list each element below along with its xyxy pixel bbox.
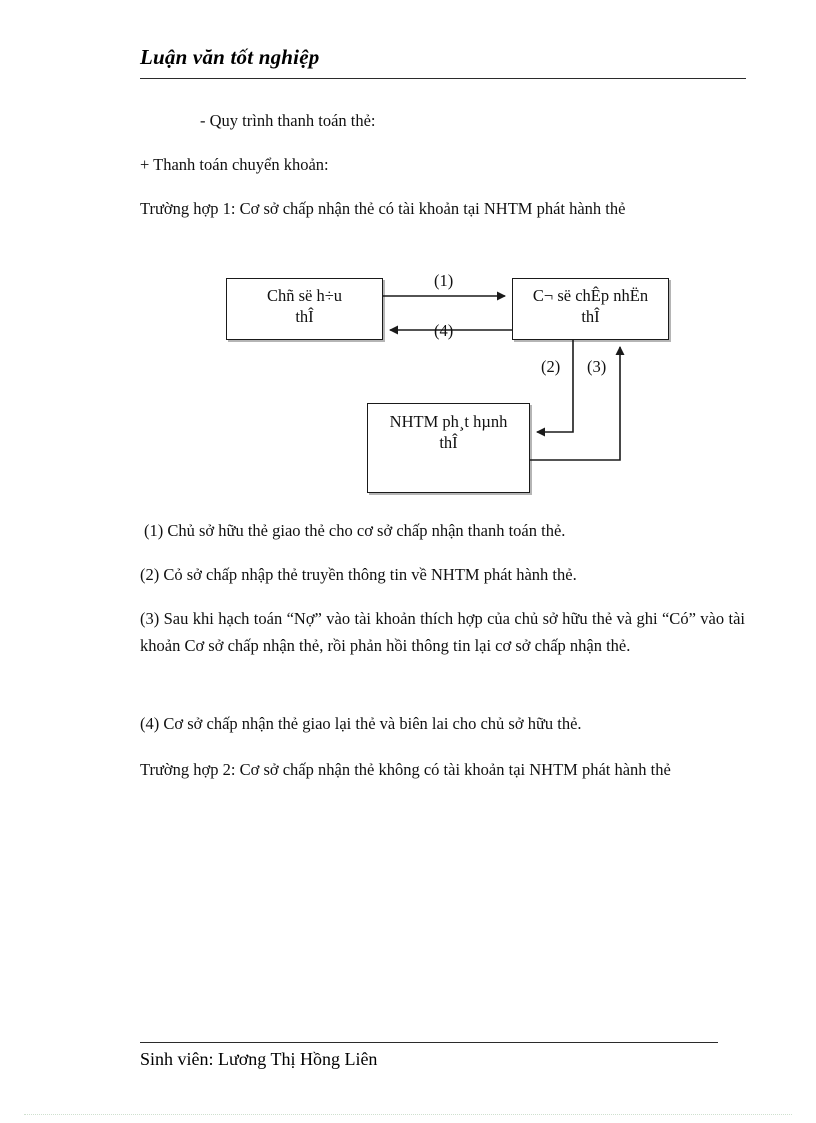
connector-1-label: (1) — [434, 271, 454, 290]
note-item-2: (2) Cỏ sở chấp nhập thẻ truyền thông tin… — [140, 565, 577, 584]
diagram-box-card-owner: Chñ së h÷u thÎ — [226, 278, 383, 340]
paragraph-case-2: Trường hợp 2: Cơ sở chấp nhận thẻ không … — [140, 760, 671, 779]
paragraph-transfer-payment: + Thanh toán chuyển khoản: — [140, 155, 329, 174]
note-item-1: (1) Chủ sở hữu thẻ giao thẻ cho cơ sở ch… — [144, 521, 566, 540]
connector-3-label: (3) — [587, 357, 607, 376]
diagram-box-merchant: C¬ së chÊp nhËn thÎ — [512, 278, 669, 340]
connector-2 — [536, 340, 574, 437]
note-item-3: (3) Sau khi hạch toán “Nợ” vào tài khoản… — [140, 609, 745, 655]
diagram-box-issuing-bank-label: NHTM ph¸t hµnh thÎ — [389, 412, 508, 452]
header-divider — [140, 78, 746, 79]
header-title: Luận văn tốt nghiệp — [140, 45, 320, 69]
paragraph-case-1: Trường hợp 1: Cơ sở chấp nhận thẻ có tài… — [140, 199, 626, 218]
diagram-box-card-owner-label: Chñ së h÷u thÎ — [266, 286, 343, 326]
footer-student-name: Sinh viên: Lương Thị Hồng Liên — [140, 1049, 378, 1069]
connector-2-label: (2) — [541, 357, 561, 376]
footer-divider — [140, 1042, 718, 1043]
page-bottom-edge — [24, 1114, 792, 1115]
running-header: Luận văn tốt nghiệp — [140, 45, 746, 69]
diagram-box-merchant-label: C¬ së chÊp nhËn thÎ — [532, 286, 649, 326]
paragraph-process-intro: - Quy trình thanh toán thẻ: — [200, 111, 376, 130]
diagram-box-issuing-bank: NHTM ph¸t hµnh thÎ — [367, 403, 530, 493]
note-item-4: (4) Cơ sở chấp nhận thẻ giao lại thẻ và … — [140, 714, 582, 733]
connector-4-label: (4) — [434, 321, 454, 340]
